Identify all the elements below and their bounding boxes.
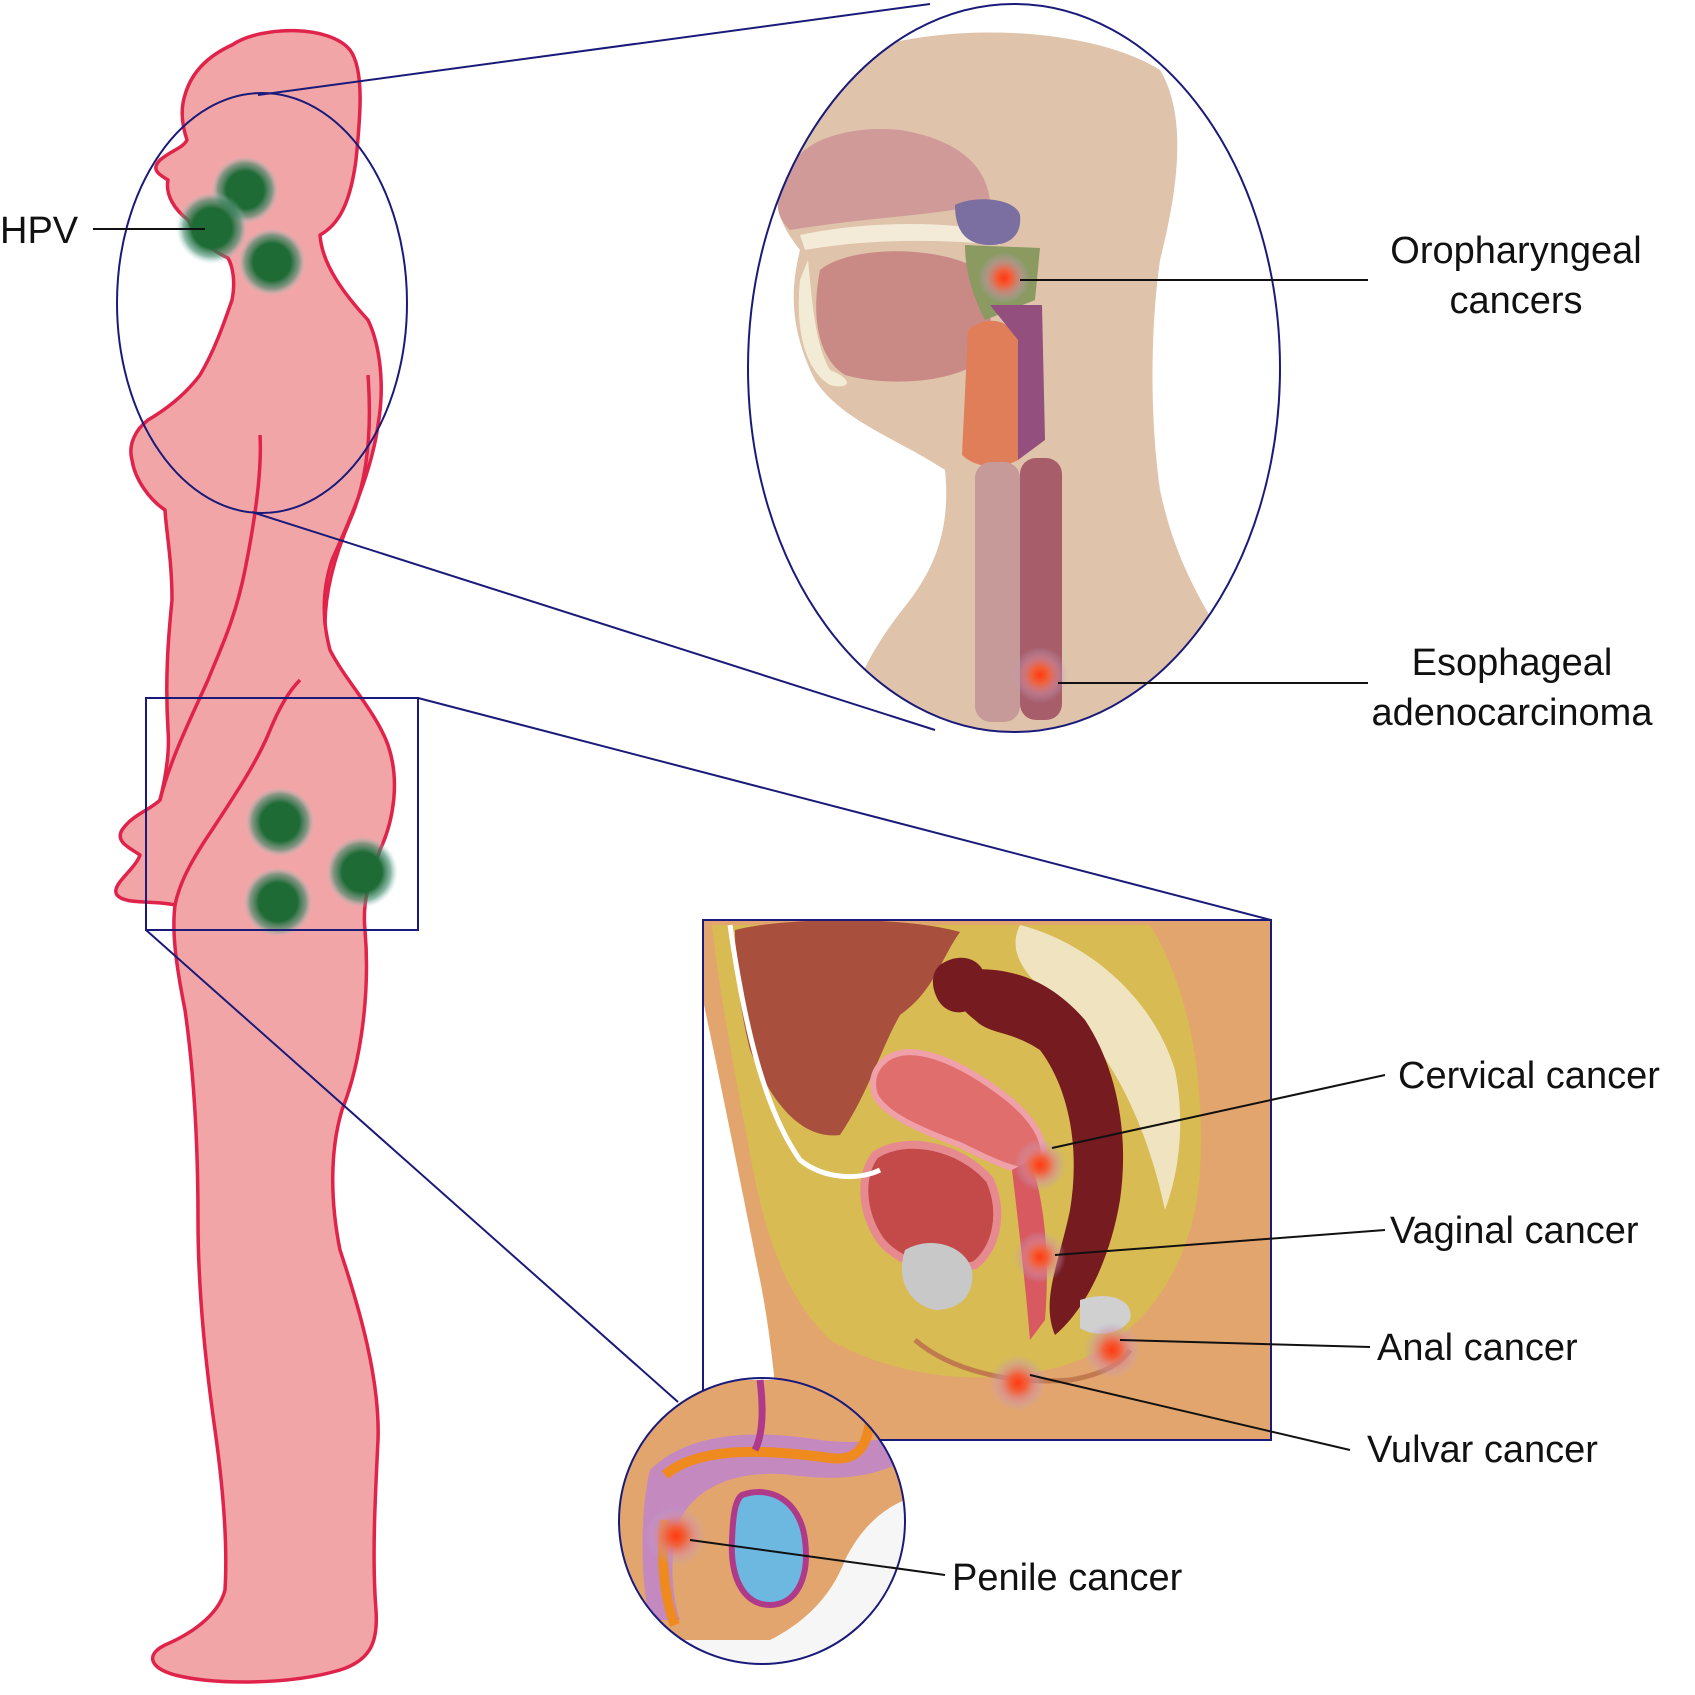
body-silhouette [114, 28, 397, 1684]
nasal-cavity [777, 129, 990, 230]
colon-loop [932, 957, 986, 1013]
virus-particle [243, 867, 313, 937]
intestines [735, 920, 960, 1136]
head-inset [747, 3, 1281, 733]
label-esophageal-1: Esophageal [1412, 642, 1613, 684]
labels: HPV Oropharyngeal cancers Esophageal ade… [0, 210, 1660, 1599]
back-line [323, 374, 372, 626]
virus-particle [238, 228, 306, 296]
vas-deferens [751, 1379, 766, 1452]
vaginal-lesion [1014, 1231, 1066, 1283]
virus-particle [176, 192, 248, 264]
virus-particle [245, 787, 315, 857]
peritoneum-line [727, 924, 882, 1180]
palate [800, 224, 1000, 250]
pelvis-inset-frame [702, 919, 1272, 1441]
penile-inset [618, 1377, 906, 1665]
arm-line [158, 434, 263, 801]
label-hpv: HPV [0, 210, 79, 252]
label-cervical: Cervical cancer [1398, 1055, 1660, 1097]
trachea [975, 462, 1020, 722]
oropharyngeal-lesion [978, 252, 1030, 304]
corpus [642, 1430, 905, 1620]
esophageal-lesion [1012, 647, 1068, 703]
jaw-bone [798, 260, 847, 387]
pharynx [990, 305, 1045, 460]
virus-particle [326, 836, 398, 908]
label-penile: Penile cancer [952, 1557, 1183, 1599]
body-outline [114, 28, 397, 1684]
label-anal: Anal cancer [1377, 1327, 1578, 1369]
hpv-particles [176, 156, 398, 937]
penile-lesion [646, 1506, 706, 1566]
bladder [860, 1140, 1002, 1273]
label-oropharyngeal-1: Oropharyngeal [1390, 230, 1641, 272]
pelvis-inset [702, 919, 1272, 1441]
nasopharynx [955, 199, 1021, 245]
rectum [952, 969, 1124, 1335]
penile-inset-frame [618, 1377, 906, 1665]
label-vaginal: Vaginal cancer [1390, 1210, 1639, 1252]
label-vulvar: Vulvar cancer [1367, 1429, 1598, 1471]
vulvar-lesion [990, 1355, 1046, 1411]
urethra [661, 1379, 876, 1479]
cervical-lesion [1014, 1139, 1066, 1191]
label-oropharyngeal-2: cancers [1449, 280, 1582, 322]
pubic-bone [901, 1242, 973, 1310]
head-inset-frame [747, 3, 1281, 733]
hand-line [173, 678, 302, 906]
larynx [962, 320, 1018, 467]
tongue [816, 251, 992, 382]
zoom-connectors [145, 3, 1272, 1403]
leader-lines [93, 228, 1386, 1576]
anal-lesion [1084, 1322, 1140, 1378]
head-selection-ellipse [116, 92, 408, 514]
testis [728, 1489, 809, 1609]
pelvis-selection-rect [145, 697, 419, 931]
label-esophageal-2: adenocarcinoma [1372, 692, 1654, 734]
